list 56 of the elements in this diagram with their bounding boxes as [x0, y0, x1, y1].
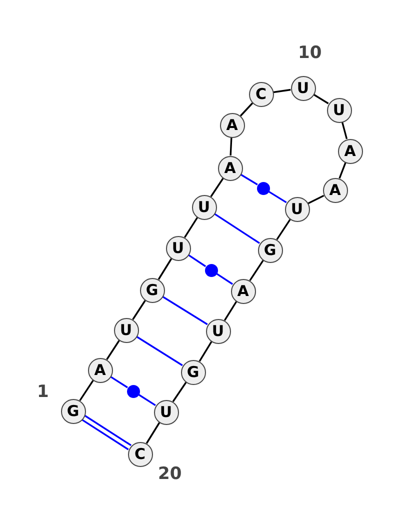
nucleotide-circle: G — [60, 398, 86, 424]
base-pair-line — [216, 272, 234, 285]
nucleotide-circle: G — [258, 238, 282, 262]
backbone-line — [230, 137, 232, 156]
nucleotide-circle: A — [230, 278, 256, 304]
backbone-line — [172, 382, 187, 402]
position-number: 20 — [158, 464, 182, 484]
base-pair-line — [268, 190, 287, 204]
position-number: 1 — [37, 382, 49, 402]
backbone-line — [132, 300, 146, 320]
base-pair-line — [162, 296, 208, 326]
base-pair-line — [136, 336, 183, 366]
backbone-line — [308, 194, 324, 204]
backbone-line — [146, 422, 160, 444]
nucleotide-circle: C — [128, 442, 152, 466]
base-pair-dot — [256, 182, 270, 194]
base-pair-line — [82, 419, 129, 450]
nucleotide-circle: U — [166, 236, 190, 260]
base-pair-line — [138, 394, 156, 406]
backbone-line — [240, 102, 254, 116]
backbone-line — [198, 341, 212, 362]
backbone-line — [158, 258, 172, 280]
nucleotide-circle: U — [326, 98, 352, 122]
nucleotide-circle: A — [220, 112, 244, 138]
backbone-line — [276, 218, 291, 240]
nucleotide-circle: U — [284, 196, 310, 222]
base-pair-dot — [204, 264, 218, 276]
nucleotide-circle: C — [248, 82, 274, 106]
base-pair-line — [84, 414, 132, 446]
nucleotide-circle: A — [218, 156, 242, 180]
nucleotide-circle: U — [154, 400, 178, 424]
nucleotide-circle: U — [114, 318, 138, 342]
nucleotide-circle: G — [180, 360, 206, 384]
position-number: 10 — [298, 43, 322, 63]
backbone-line — [338, 162, 346, 179]
nucleotide-circle: G — [140, 278, 164, 302]
backbone-line — [106, 340, 120, 360]
backbone-line — [224, 301, 238, 321]
nucleotide-circle: U — [206, 318, 230, 344]
backbone-line — [313, 94, 329, 104]
backbone-line — [79, 380, 94, 402]
backbone-line — [273, 88, 291, 94]
backbone-line — [184, 217, 198, 238]
nucleotide-circle: U — [290, 76, 316, 100]
backbone-line — [249, 260, 264, 282]
base-pair-dot — [126, 384, 140, 398]
base-pair-line — [214, 213, 260, 244]
base-pair-line — [188, 254, 206, 268]
nucleotide-circle: A — [88, 358, 112, 382]
backbone-line — [210, 178, 224, 198]
base-pair-line — [110, 376, 128, 388]
base-pair-line — [240, 174, 258, 186]
nucleotide-circle: U — [192, 194, 216, 220]
backbone-line — [341, 122, 348, 140]
nucleotide-circle: A — [322, 178, 348, 202]
nucleotide-circle: A — [338, 138, 362, 164]
